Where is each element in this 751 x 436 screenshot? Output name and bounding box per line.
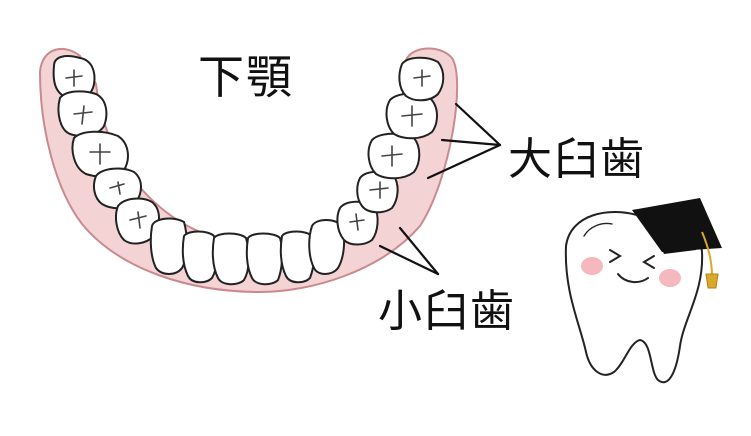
fissure-marks	[65, 69, 431, 231]
mascot-cheek-left	[581, 257, 603, 275]
lower-jaw-title: 下顎	[198, 50, 294, 104]
teeth-group	[52, 55, 445, 286]
molar-label: 大臼歯	[508, 134, 646, 185]
tooth-incisor-2	[211, 232, 250, 286]
tooth-incisor-3	[245, 232, 284, 286]
cap-base	[654, 226, 696, 254]
mascot-cheek-right	[659, 269, 681, 287]
pointer-lines	[378, 102, 502, 276]
mascot-eye-left	[609, 249, 622, 263]
cap-board	[632, 198, 722, 252]
premolar-pointer-2	[378, 244, 440, 276]
cap-tassel	[705, 273, 719, 289]
tooth-canine-right	[308, 219, 346, 275]
premolar-label: 小臼歯	[378, 286, 516, 337]
mascot-eye-right	[642, 255, 655, 269]
cap-string	[701, 231, 713, 277]
molar-pointer-1	[454, 102, 502, 147]
mascot-tooth-shine	[583, 222, 613, 237]
tooth-molar-right-3	[367, 132, 421, 180]
tooth-canine-left	[149, 217, 188, 275]
molar-pointer-2	[440, 138, 502, 147]
premolar-pointer-1	[398, 226, 440, 276]
molar-pointer-3	[426, 143, 502, 180]
mascot-mouth	[617, 273, 649, 284]
tooth-incisor-1	[181, 230, 218, 284]
tooth-incisor-4	[279, 230, 316, 284]
graduation-cap-icon	[632, 198, 722, 289]
